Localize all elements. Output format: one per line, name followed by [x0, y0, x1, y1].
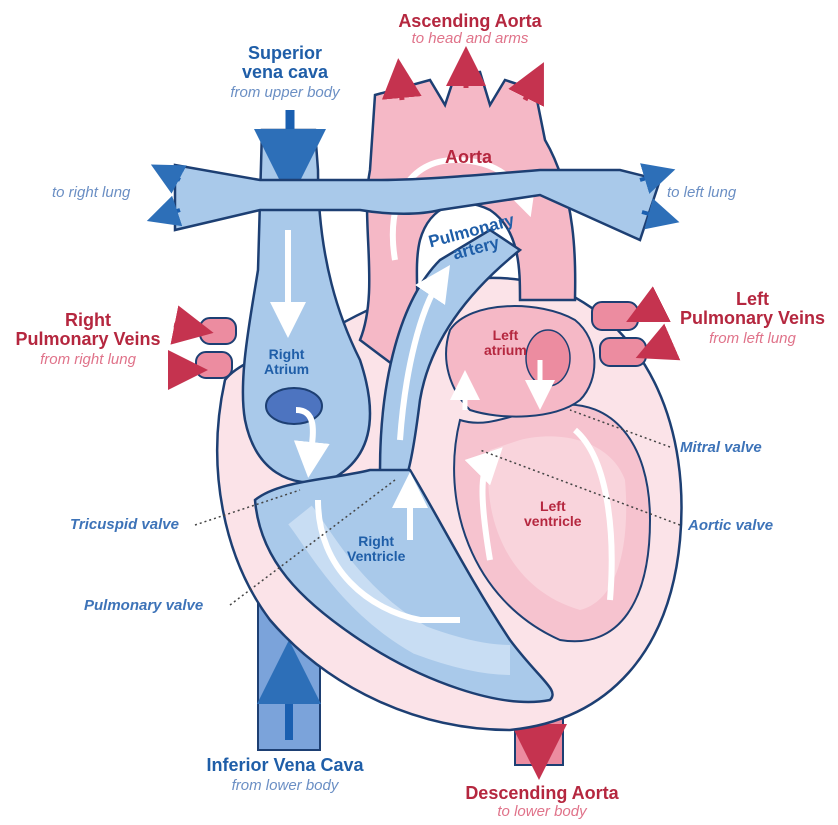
right-ventricle-label: Right Ventricle	[347, 534, 405, 564]
left-atrium-label: Left atrium	[484, 328, 527, 358]
lpv-sub: from left lung	[670, 331, 835, 347]
ivc-title: Inferior Vena Cava	[185, 756, 385, 775]
right-atrium-line1: Right	[264, 347, 309, 362]
to-left-lung-label: to left lung	[667, 185, 736, 201]
right-pulmonary-veins-vessel	[168, 318, 236, 378]
mitral-valve-label: Mitral valve	[680, 439, 762, 456]
right-pulmonary-veins-label: Right Pulmonary Veins from right lung	[8, 311, 168, 368]
lpv-title-line1: Left	[670, 290, 835, 309]
to-right-lung-label: to right lung	[52, 185, 130, 201]
left-atrium-line1: Left	[484, 328, 527, 343]
descending-aorta-sub: to lower body	[447, 804, 637, 820]
left-ventricle-line1: Left	[524, 499, 582, 514]
descending-aorta-label: Descending Aorta to lower body	[447, 784, 637, 821]
right-atrium-label: Right Atrium	[264, 347, 309, 377]
ivc-sub: from lower body	[185, 778, 385, 794]
left-ventricle-line2: ventricle	[524, 514, 582, 529]
svc-title-line2: vena cava	[205, 63, 365, 82]
right-ventricle-line1: Right	[347, 534, 405, 549]
superior-vena-cava-label: Superior vena cava from upper body	[205, 44, 365, 101]
right-ventricle-line2: Ventricle	[347, 549, 405, 564]
svc-sub: from upper body	[205, 85, 365, 101]
inferior-vena-cava-label: Inferior Vena Cava from lower body	[185, 756, 385, 795]
aorta-label: Aorta	[445, 148, 492, 167]
tricuspid-valve-label: Tricuspid valve	[70, 516, 179, 533]
left-atrium-chamber	[446, 306, 594, 417]
pulmonary-valve-label: Pulmonary valve	[84, 597, 203, 614]
lpv-title-line2: Pulmonary Veins	[670, 309, 835, 328]
svc-title-line1: Superior	[205, 44, 365, 63]
ascending-aorta-title: Ascending Aorta	[380, 12, 560, 31]
rpv-sub: from right lung	[8, 352, 168, 368]
ascending-aorta-sub: to head and arms	[380, 31, 560, 47]
aortic-valve-label: Aortic valve	[688, 517, 773, 534]
right-atrium-line2: Atrium	[264, 362, 309, 377]
left-ventricle-label: Left ventricle	[524, 499, 582, 529]
rpv-title-line2: Pulmonary Veins	[8, 330, 168, 349]
left-atrium-line2: atrium	[484, 343, 527, 358]
ascending-aorta-label: Ascending Aorta to head and arms	[380, 12, 560, 48]
descending-aorta-title: Descending Aorta	[447, 784, 637, 803]
rpv-title-line1: Right	[8, 311, 168, 330]
left-pulmonary-veins-label: Left Pulmonary Veins from left lung	[670, 290, 835, 347]
